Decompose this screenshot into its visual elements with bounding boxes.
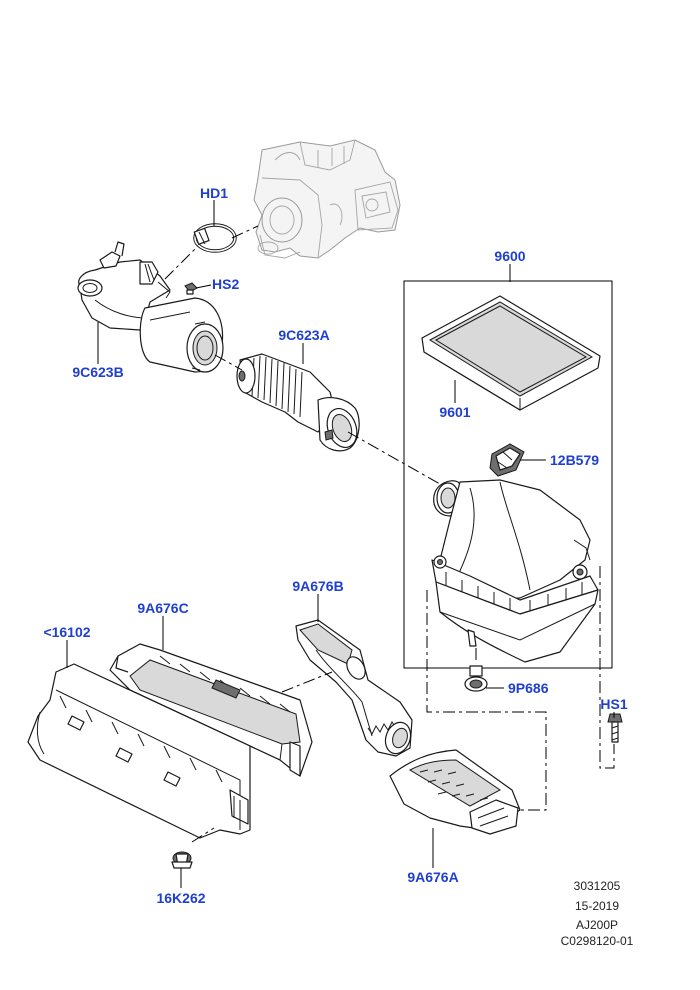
label-9c623a: 9C623A [278, 327, 329, 343]
label-9600: 9600 [494, 248, 525, 264]
engine-code: AJ200P [576, 918, 618, 932]
label-9a676c: 9A676C [137, 600, 188, 616]
leader-lines [66, 200, 615, 888]
corrugated-hose-9c623a [236, 353, 360, 452]
assembly-centerlines [164, 225, 615, 843]
model-year-range: 15-2019 [575, 899, 619, 913]
label-16k262: 16K262 [156, 890, 205, 906]
air-cleaner-housing [431, 479, 599, 663]
part-labels: HD1 HS2 9C623B 9C623A 9600 9601 12B579 9… [43, 185, 627, 906]
grommet-9p686 [464, 665, 488, 692]
label-hd1: HD1 [200, 185, 228, 201]
label-9601: 9601 [439, 404, 470, 420]
air-intake-duct-9a676a [389, 749, 521, 835]
hose-clamp-hd1 [193, 223, 237, 253]
air-cleaner-assembly-box [403, 280, 613, 669]
drawing-reference-block: 3031205 15-2019 AJ200P C0298120-01 [561, 879, 634, 948]
turbo-inlet-duct-9c623b [77, 241, 224, 373]
illustration-code: C0298120-01 [561, 934, 634, 948]
bolt-hs1 [607, 713, 623, 743]
label-9p686: 9P686 [508, 680, 549, 696]
label-12b579: 12B579 [550, 452, 599, 468]
bolt-hs2 [184, 282, 198, 295]
label-16102: <16102 [43, 624, 90, 640]
turbocharger-ghost [253, 139, 401, 259]
label-hs2: HS2 [212, 276, 239, 292]
air-filter-element-9601 [421, 295, 601, 411]
deflector-9a676c [109, 643, 313, 777]
reference-number: 3031205 [574, 879, 621, 893]
label-9a676a: 9A676A [407, 869, 458, 885]
label-9c623b: 9C623B [72, 364, 123, 380]
clip-16k262 [171, 851, 193, 869]
label-9a676b: 9A676B [292, 578, 343, 594]
mass-air-flow-sensor-12b579 [489, 443, 525, 477]
air-intake-duct-9a676b [295, 619, 413, 757]
panel-16102 [27, 663, 251, 839]
label-hs1: HS1 [600, 696, 627, 712]
